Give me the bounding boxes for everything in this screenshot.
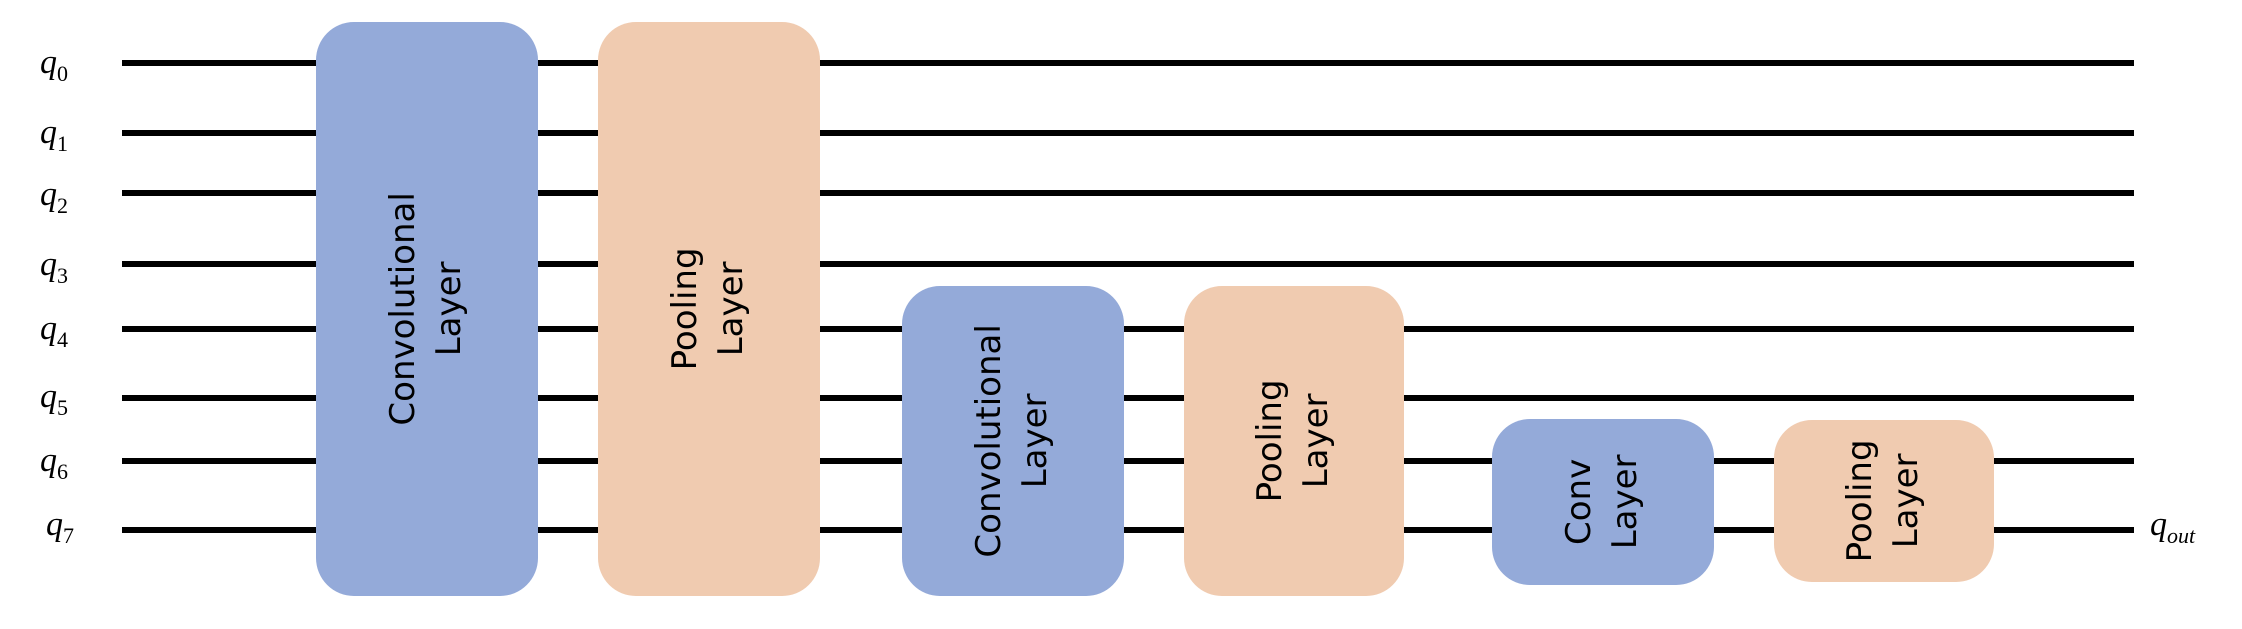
wire-q4 <box>122 326 2134 332</box>
conv-layer-label-3: Conv Layer <box>1559 454 1645 550</box>
pooling-layer-label-2: Pooling Layer <box>1250 379 1336 503</box>
qubit-label-q7: q7 <box>46 506 74 548</box>
wire-q0 <box>122 60 2134 66</box>
wire-q2 <box>122 190 2134 196</box>
qubit-label-q0: q0 <box>40 44 68 86</box>
convolutional-layer-label-1: Convolutional Layer <box>383 192 470 426</box>
pooling-layer-label-3: Pooling Layer <box>1840 439 1926 563</box>
pooling-layer-block-1: Pooling Layer <box>598 22 820 596</box>
qubit-label-q6: q6 <box>40 442 68 484</box>
qubit-label-q3: q3 <box>40 246 68 288</box>
qubit-label-q1: q1 <box>40 114 68 156</box>
wire-q1 <box>122 130 2134 136</box>
qubit-label-q4: q4 <box>40 310 68 352</box>
wire-q6 <box>122 458 2134 464</box>
output-label-qout: qout <box>2150 506 2196 548</box>
wire-q3 <box>122 261 2134 267</box>
convolutional-layer-block-2: Convolutional Layer <box>902 286 1124 596</box>
qubit-label-q5: q5 <box>40 378 68 420</box>
qubit-label-q2: q2 <box>40 176 68 218</box>
wire-q7 <box>122 527 2134 533</box>
conv-layer-block-3: Conv Layer <box>1492 419 1714 585</box>
wire-q5 <box>122 395 2134 401</box>
pooling-layer-block-2: Pooling Layer <box>1184 286 1404 596</box>
convolutional-layer-label-2: Convolutional Layer <box>969 324 1056 558</box>
convolutional-layer-block-1: Convolutional Layer <box>316 22 538 596</box>
pooling-layer-label-1: Pooling Layer <box>665 247 751 371</box>
pooling-layer-block-3: Pooling Layer <box>1774 420 1994 582</box>
